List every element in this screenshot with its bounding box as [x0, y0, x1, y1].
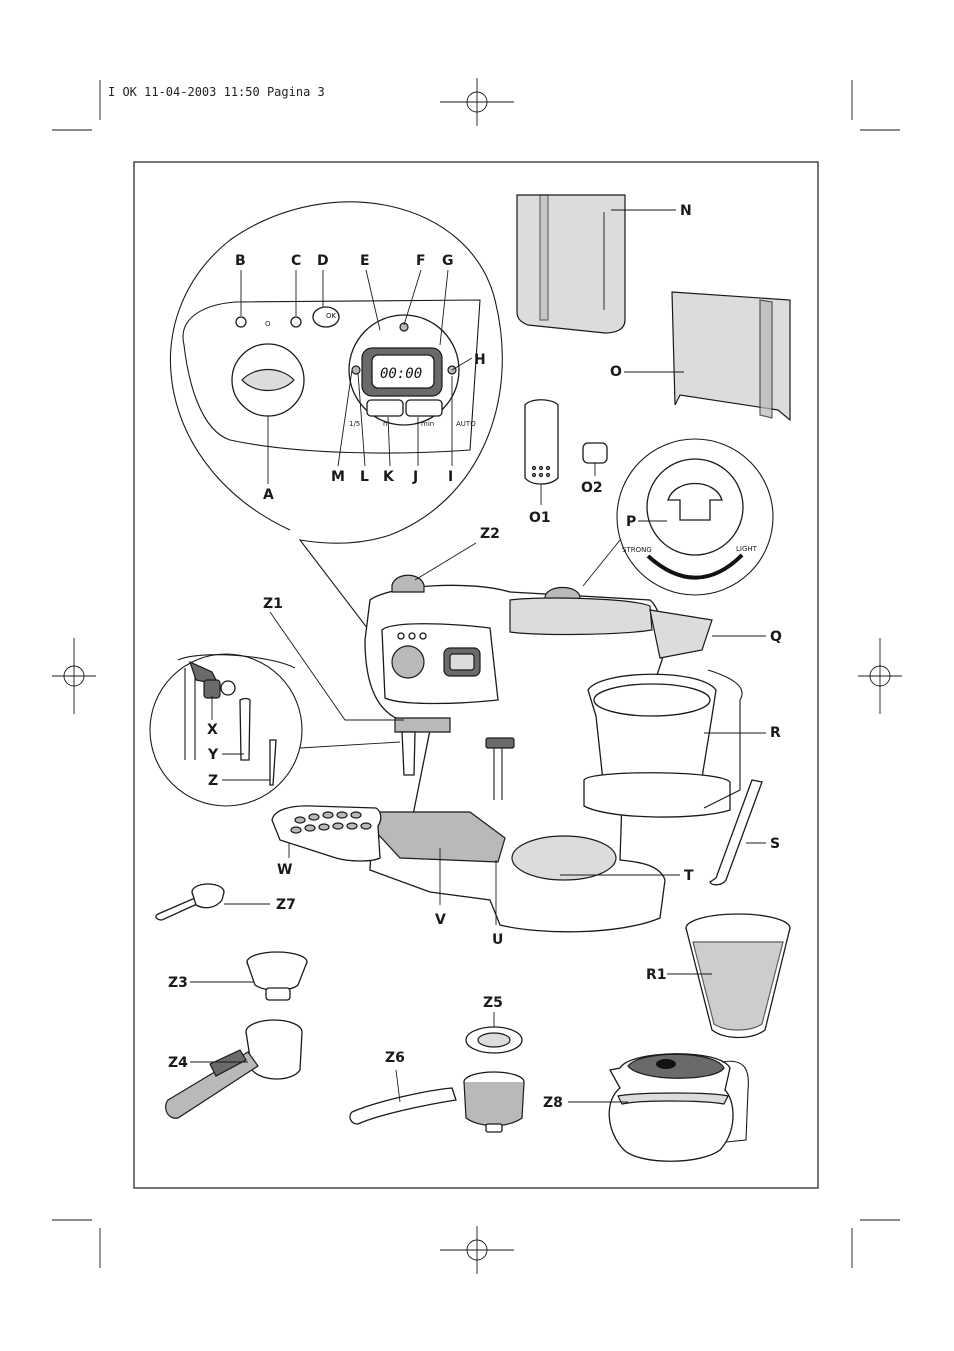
label-z5: Z5 — [483, 995, 503, 1011]
dial-light-label: LIGHT — [736, 545, 758, 553]
label-i: I — [448, 469, 453, 485]
panel-leaders — [240, 269, 473, 484]
label-u: U — [492, 932, 503, 948]
registration-target-right — [858, 638, 902, 714]
label-o: O — [610, 364, 622, 380]
leader-z6 — [395, 1069, 401, 1103]
label-g: G — [442, 253, 454, 269]
descaler-cap — [582, 442, 608, 464]
label-t: T — [684, 868, 694, 884]
off-symbol: O — [265, 320, 271, 328]
label-i-text: AUTO — [456, 420, 476, 428]
label-z4: Z4 — [168, 1055, 188, 1071]
label-r1: R1 — [646, 967, 667, 983]
label-y: Y — [207, 747, 219, 763]
label-d: D — [317, 253, 329, 269]
label-f: F — [416, 253, 426, 269]
label-z7: Z7 — [276, 897, 296, 913]
label-e: E — [360, 253, 370, 269]
tank-cover — [671, 291, 791, 422]
label-s: S — [770, 836, 780, 852]
label-a: A — [263, 487, 274, 503]
label-o2: O2 — [581, 480, 603, 496]
label-x: X — [207, 722, 218, 738]
part-labels: A B C D E F G H I J K L M N O O1 O2 P Q … — [168, 203, 782, 1111]
control-panel-callout: OK O 00:00 1/5 h min AUTO — [170, 201, 503, 651]
dial-strong-label: STRONG — [622, 546, 652, 554]
label-j: J — [412, 469, 418, 485]
cup-tray-grid — [271, 805, 382, 862]
label-z1: Z1 — [263, 596, 283, 612]
registration-target-top — [440, 78, 514, 126]
filter-cartridge — [524, 399, 559, 485]
coffee-filter-basket — [685, 913, 791, 1039]
filter-holder-handle — [165, 1019, 303, 1119]
label-z8: Z8 — [543, 1095, 563, 1111]
label-z2: Z2 — [480, 526, 500, 542]
registration-target-bottom — [440, 1226, 514, 1274]
water-tank — [516, 194, 626, 334]
cream-disc — [465, 1026, 523, 1054]
wand-leaders — [211, 696, 270, 781]
label-z: Z — [208, 773, 218, 789]
pod-filter-adapter — [349, 1071, 525, 1133]
label-q: Q — [770, 629, 782, 645]
espresso-filter — [246, 951, 308, 1001]
label-v: V — [435, 912, 446, 928]
figure-frame — [133, 161, 819, 1189]
label-z6: Z6 — [385, 1050, 405, 1066]
display-time: 00:00 — [380, 366, 422, 382]
coffee-machine — [364, 574, 713, 933]
label-k-text: h — [383, 420, 387, 428]
label-o1: O1 — [529, 510, 551, 526]
filter-holder — [583, 669, 743, 818]
cleaning-tool — [709, 779, 763, 886]
steam-wand-callout — [149, 653, 401, 807]
machine-leaders — [269, 542, 766, 925]
measuring-spoon — [155, 883, 225, 921]
label-z3: Z3 — [168, 975, 188, 991]
aroma-dial-callout: STRONG LIGHT — [582, 438, 774, 596]
label-w: W — [277, 862, 292, 878]
label-c: C — [291, 253, 301, 269]
label-j-text: min — [421, 420, 434, 428]
label-l: L — [360, 469, 369, 485]
registration-target-left — [52, 638, 96, 714]
label-m-text: 1/5 — [349, 420, 360, 428]
label-r: R — [770, 725, 781, 741]
crop-marks — [52, 80, 900, 1268]
glass-carafe — [608, 1053, 749, 1162]
label-b: B — [235, 253, 246, 269]
label-h: H — [474, 352, 486, 368]
label-k: K — [383, 469, 395, 485]
page-header-text: I OK 11-04-2003 11:50 Pagina 3 — [108, 85, 325, 99]
label-p: P — [626, 514, 636, 530]
ok-button-label: OK — [326, 312, 337, 320]
label-m: M — [331, 469, 345, 485]
label-n: N — [680, 203, 692, 219]
